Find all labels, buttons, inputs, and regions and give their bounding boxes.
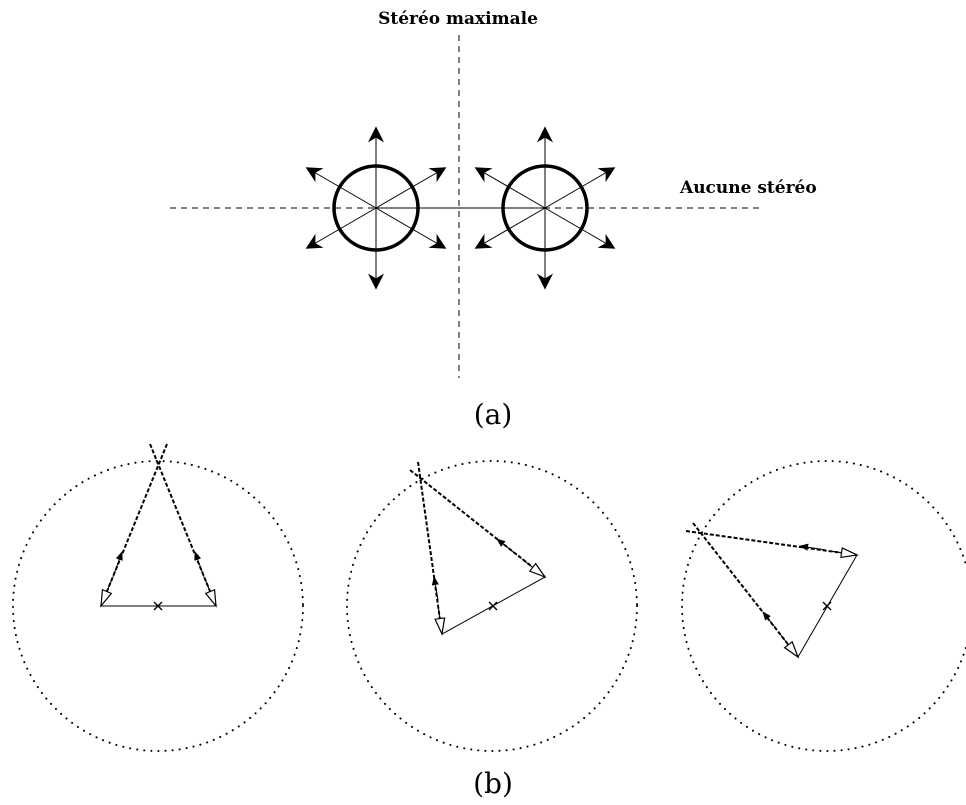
panel-b3-dashed-ray-top [685,530,858,556]
left-arrow-up-right [375,167,447,209]
panel-b3-dotted-circle [681,460,966,752]
panel-b2 [346,460,638,752]
panel-b2-solid-arrow-left [431,576,439,601]
panel-b3-center-cross [822,601,832,611]
panel-b3-solid-arrow-top [799,543,827,551]
panel-b2-center-cross [488,601,498,611]
figure-b: (b) [12,443,966,800]
panel-b2-solid-arrow-right [496,538,518,556]
panel-b2-dotted-circle [346,460,638,752]
label-stereo-maximale: Stéréo maximale [378,9,538,29]
left-arrow-down-right [375,207,447,249]
left-arrow-down-left [305,207,377,249]
figure-a: Stéréo maximale Aucune stéréo (a) [170,9,817,431]
caption-b: (b) [473,767,513,800]
panel-b3-open-arrow-top [829,551,857,555]
panel-b1-open-arrow-left [101,578,113,606]
right-sensor [474,126,616,290]
right-arrow-up-right [544,167,616,209]
panel-b2-open-arrow-right [521,558,545,577]
panel-b1-solid-arrow-left [112,551,123,578]
caption-a: (a) [474,398,513,431]
label-aucune-stereo: Aucune stéréo [679,178,817,198]
right-arrow-up-left [474,167,546,209]
panel-b1-open-arrow-right [204,578,216,606]
panel-b1-solid-arrow-right [194,551,205,578]
right-arrow-down-left [474,207,546,249]
panel-b2-dashed-ray-right [409,469,546,578]
panel-b3-solid-arrow-bottom [762,611,778,631]
panel-b3-open-arrow-bottom [779,633,798,657]
panel-b3 [681,460,966,752]
left-sensor [305,126,447,290]
panel-b1-dotted-circle [12,460,304,752]
left-arrow-up-left [305,167,377,209]
right-arrow-down-right [544,207,616,249]
panel-b1 [12,443,304,752]
panel-b2-open-arrow-left [438,604,442,634]
panel-b1-center-cross [153,601,163,611]
